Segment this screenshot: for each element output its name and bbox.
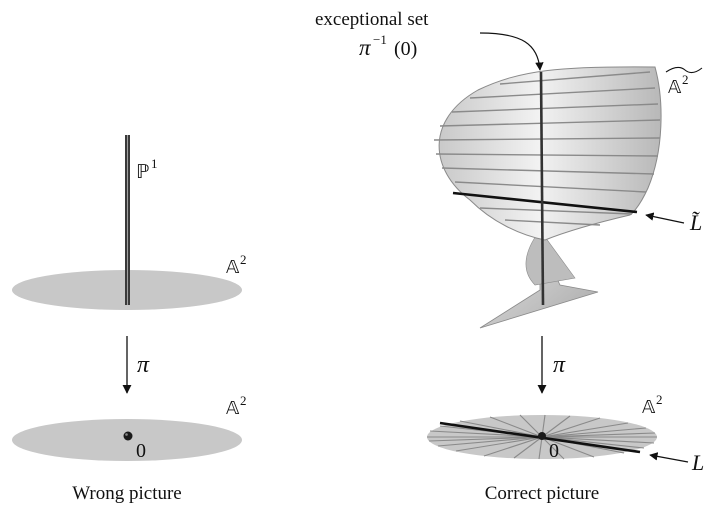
preimage-sup: −1	[373, 32, 387, 47]
right-origin-label: 0	[549, 440, 559, 462]
exceptional-set-label: exceptional set	[315, 9, 429, 30]
blowup-sup: 2	[682, 72, 689, 87]
left-caption: Wrong picture	[72, 483, 182, 504]
right-caption: Correct picture	[485, 483, 599, 504]
l-pointer	[649, 452, 689, 463]
upper-plane-label: 𝔸	[226, 257, 240, 278]
left-map-label: π	[137, 352, 150, 378]
right-map-label: π	[553, 352, 566, 378]
preimage-pi: π	[359, 35, 372, 60]
l-tilde-label: L̃	[689, 210, 702, 235]
left-panel: ℙ 1 𝔸 2 π 0 𝔸 2 Wrong picture	[12, 135, 247, 504]
right-origin-point	[538, 432, 546, 440]
blowup-tilde	[665, 66, 703, 74]
blowup-label: 𝔸	[668, 77, 682, 98]
origin-point	[123, 431, 133, 441]
exceptional-pointer-arrow	[479, 32, 544, 71]
l-tilde-line	[452, 191, 638, 214]
l-label: L	[691, 450, 704, 475]
base-plane-label: 𝔸	[226, 398, 240, 419]
right-panel: exceptional set π −1 (0) 𝔸 2	[315, 9, 704, 504]
right-base-label: 𝔸	[642, 397, 656, 418]
p1-label: ℙ	[136, 161, 149, 183]
right-base-sup: 2	[656, 392, 663, 407]
l-tilde-pointer	[645, 212, 685, 224]
p1-fiber-highlight	[127, 135, 128, 305]
surface-rulings	[433, 71, 661, 226]
preimage-arg: (0)	[394, 38, 417, 60]
upper-plane-sup: 2	[240, 252, 247, 267]
exceptional-line	[539, 71, 545, 306]
base-origin-label: 0	[136, 440, 146, 462]
p1-sup: 1	[151, 156, 158, 171]
base-plane-sup: 2	[240, 393, 247, 408]
origin-point-highlight	[125, 433, 128, 436]
